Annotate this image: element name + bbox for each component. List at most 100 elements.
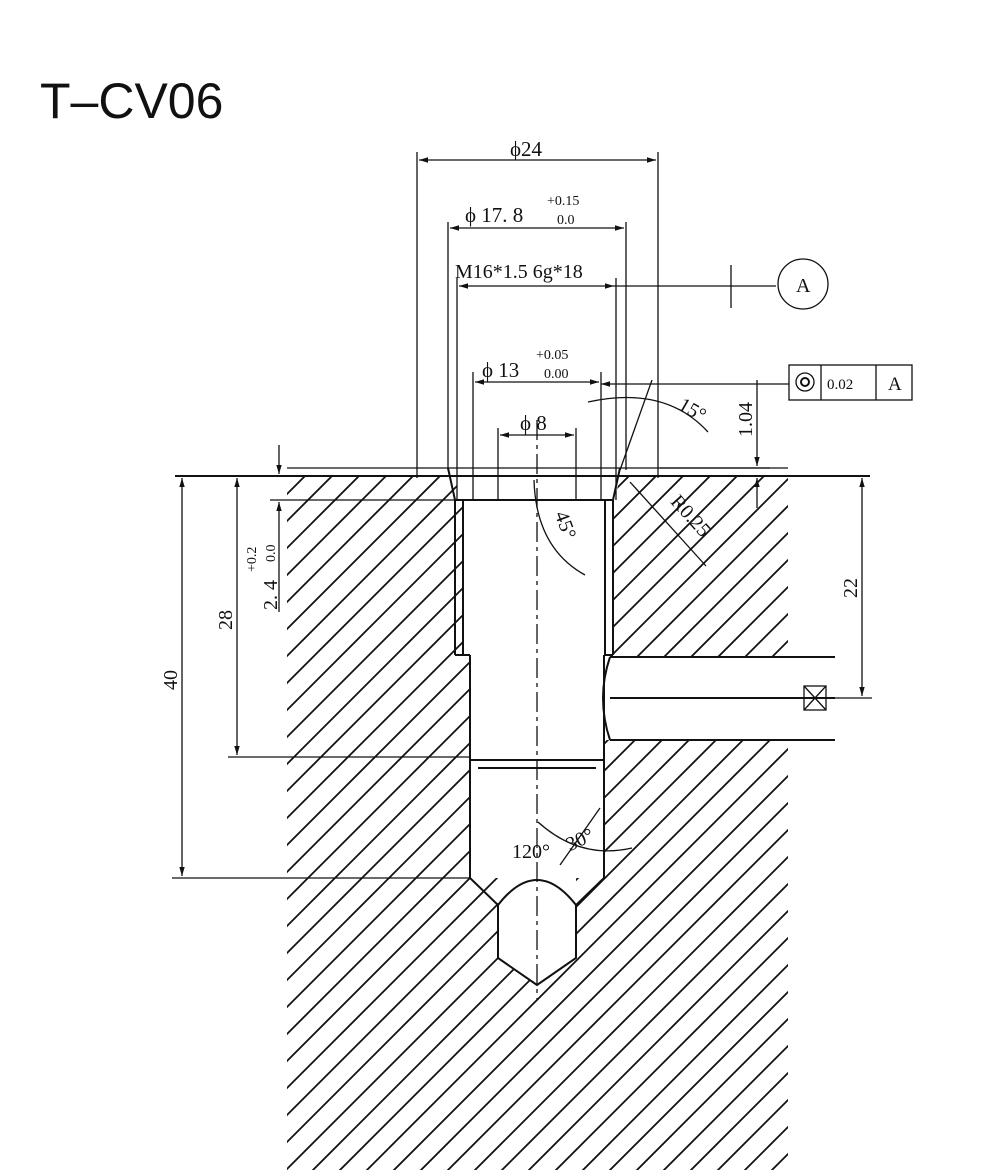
hatch-line xyxy=(518,476,788,1170)
concentricity-icon xyxy=(795,372,815,392)
hatch-line xyxy=(287,476,457,1170)
hatch-line xyxy=(287,476,376,1170)
hatch-line xyxy=(924,460,1000,1176)
dim-h24-lower: 0.0 xyxy=(264,545,279,563)
hatch-line xyxy=(287,476,788,1170)
dim-h104-text: 1.04 xyxy=(735,402,757,437)
hatch-line xyxy=(0,460,267,1176)
hatch-line xyxy=(572,476,788,1170)
dim-h22: 22 xyxy=(835,478,872,699)
dim-thread: M16*1.5 6g*18 xyxy=(455,261,776,289)
feature-control-frame: 0.02 A xyxy=(601,364,913,401)
hatch-line xyxy=(410,476,788,1170)
drawing-title: T–CV06 xyxy=(40,73,224,129)
dim-d13-text: ϕ 13 xyxy=(482,358,519,382)
hatch-line xyxy=(356,476,788,1170)
dim-d24-text: ϕ24 xyxy=(510,137,543,161)
dim-tip-angles: 120° 30° xyxy=(512,807,633,866)
hatch-line xyxy=(843,460,1000,1176)
fcf-datum: A xyxy=(888,374,902,395)
hatch-line xyxy=(761,476,788,1170)
hatch-line xyxy=(287,476,565,1170)
dim-angle-15-text: 15° xyxy=(675,394,710,427)
hatch-line xyxy=(287,476,788,1170)
dim-h28-text: 28 xyxy=(215,610,237,630)
hatch-line xyxy=(437,476,788,1170)
dim-d13-upper: +0.05 xyxy=(536,348,568,363)
hatch-line xyxy=(302,476,788,1170)
dim-h40: 40 xyxy=(160,478,470,879)
hatch-line xyxy=(0,460,159,1176)
hatch-line xyxy=(287,476,788,1170)
hatch-line xyxy=(383,476,788,1170)
hatch-line xyxy=(0,460,51,1176)
dim-angle-45: 45° xyxy=(533,479,586,576)
dim-h104: 1.04 xyxy=(660,380,770,508)
hatch-line xyxy=(734,476,788,1170)
dim-d178-upper: +0.15 xyxy=(547,194,579,209)
hatch-line xyxy=(545,476,788,1170)
hatch-line xyxy=(287,476,788,1170)
hatch-line xyxy=(707,476,788,1170)
dim-d178-text: ϕ 17. 8 xyxy=(465,203,523,227)
dim-d8: ϕ 8 xyxy=(500,411,574,438)
hatch-line xyxy=(287,476,781,1170)
hatch-line xyxy=(287,476,788,1170)
dim-h24-text: 2. 4 xyxy=(260,580,282,610)
datum-a-label: A xyxy=(796,275,811,297)
hatch-line xyxy=(287,476,511,1170)
hatch-line xyxy=(287,476,430,1170)
dim-radius: R0.25 xyxy=(629,481,715,567)
dim-d8-text: ϕ 8 xyxy=(520,411,547,435)
hatch-line xyxy=(599,476,788,1170)
hatch-line xyxy=(0,460,186,1176)
dim-angle-120-text: 120° xyxy=(512,841,550,863)
dim-h24: 2. 4 +0.2 0.0 xyxy=(245,445,455,612)
hatch-line xyxy=(653,476,788,1170)
datum-a: A xyxy=(730,258,829,310)
material-hatching xyxy=(0,460,1000,1176)
hatch-line xyxy=(329,476,788,1170)
hatch-line xyxy=(464,476,788,1170)
hatch-line xyxy=(287,476,754,1170)
hatch-line xyxy=(0,460,213,1176)
hatch-line xyxy=(680,476,788,1170)
hatch-line xyxy=(978,460,1000,1176)
hatch-line xyxy=(897,460,1000,1176)
hatch-line xyxy=(626,476,788,1170)
dim-h28: 28 xyxy=(215,478,470,758)
hatch-line xyxy=(789,460,1000,1176)
hole-profile xyxy=(447,467,621,987)
dim-angle-15: 15° xyxy=(587,379,710,471)
dim-d178-lower: 0.0 xyxy=(557,213,575,228)
hatch-line xyxy=(0,460,78,1176)
hatch-line xyxy=(287,476,788,1170)
hatch-line xyxy=(287,476,788,1170)
dim-angle-30-text: 30° xyxy=(563,824,598,856)
hatch-line xyxy=(0,460,132,1176)
extension-lines xyxy=(416,152,659,500)
hatch-line xyxy=(491,476,788,1170)
dim-h40-text: 40 xyxy=(160,670,182,690)
hatch-line xyxy=(0,460,24,1176)
fcf-tolerance: 0.02 xyxy=(827,377,853,393)
hatch-line xyxy=(951,460,1000,1176)
dim-h22-text: 22 xyxy=(840,578,862,598)
hatch-line xyxy=(870,460,1000,1176)
hatch-line xyxy=(287,476,673,1170)
hatch-line xyxy=(816,460,1000,1176)
hatch-line xyxy=(287,476,484,1170)
hatch-line xyxy=(287,476,619,1170)
hatch-line xyxy=(0,460,240,1176)
dim-d13: ϕ 13 +0.05 0.00 xyxy=(475,348,599,385)
dim-d178: ϕ 17. 8 +0.15 0.0 xyxy=(450,194,624,231)
dim-thread-text: M16*1.5 6g*18 xyxy=(455,261,583,283)
hatch-line xyxy=(287,476,538,1170)
hatch-line xyxy=(0,460,105,1176)
dim-d24: ϕ24 xyxy=(419,137,656,163)
dim-h24-upper: +0.2 xyxy=(245,547,260,572)
hatch-line xyxy=(287,476,727,1170)
dim-d13-lower: 0.00 xyxy=(544,367,569,382)
side-channel xyxy=(602,656,835,741)
